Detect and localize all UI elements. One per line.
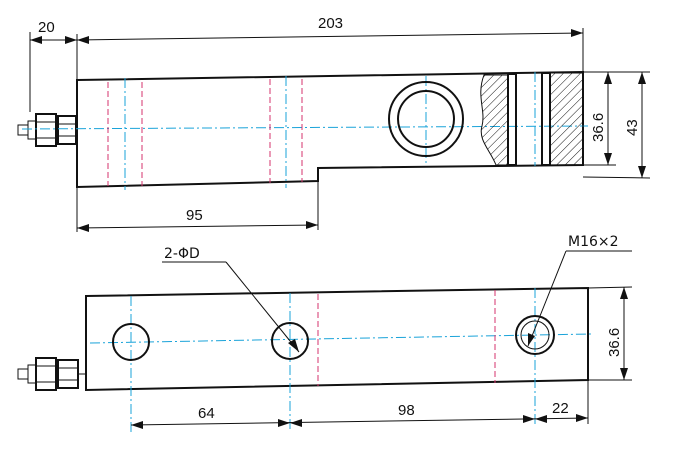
thread-hole-outer: [515, 315, 555, 355]
mount-hole-1: [112, 323, 150, 361]
mount-hole-2: [271, 322, 309, 360]
leader-mounting-holes: 2-ΦD: [162, 246, 300, 353]
dim-step-length: 95: [76, 181, 319, 232]
dim-height-outer-label: 43: [624, 119, 641, 136]
dim-cable-offset: 20: [29, 19, 77, 112]
label-thread-hole: M16×2: [568, 234, 619, 250]
thread-hole-inner: [520, 320, 550, 350]
dim-cable-offset-label: 20: [38, 19, 55, 36]
dim-end-offset-label: 22: [552, 400, 569, 417]
thread-bore-wall-left: [507, 73, 517, 166]
dim-step-length-label: 95: [186, 207, 203, 224]
top-view: 203 20 36.6 43: [17, 15, 651, 232]
dim-hole-spacing-2-label: 98: [398, 402, 415, 419]
dim-overall-length: 203: [76, 15, 584, 80]
bottom-view: 2-ΦD M16×2 36.6 64: [17, 234, 633, 432]
leader-thread-hole: M16×2: [527, 234, 632, 347]
bottom-view-centerline: [89, 333, 593, 344]
dim-height-outer: 43: [582, 71, 651, 179]
dim-hole-spacing-1-label: 64: [198, 405, 215, 422]
dim-width: 36.6: [587, 286, 633, 381]
dim-overall-length-label: 203: [318, 15, 343, 32]
cable-connector-bottom: [17, 357, 86, 391]
dim-height-inner: 36.6: [583, 71, 616, 166]
sensing-bore-inner: [397, 90, 455, 148]
dim-height-inner-label: 36.6: [590, 113, 607, 142]
sensing-bore-outer: [388, 81, 464, 157]
dim-hole-spacings: 64 98 22: [130, 380, 589, 429]
label-mounting-holes: 2-ΦD: [164, 246, 200, 262]
cable-connector-top: [17, 113, 77, 147]
dim-width-label: 36.6: [606, 328, 623, 357]
section-hatch-left: [480, 74, 509, 166]
section-hatch-right: [549, 72, 584, 166]
thread-bore-wall-right: [541, 72, 551, 166]
